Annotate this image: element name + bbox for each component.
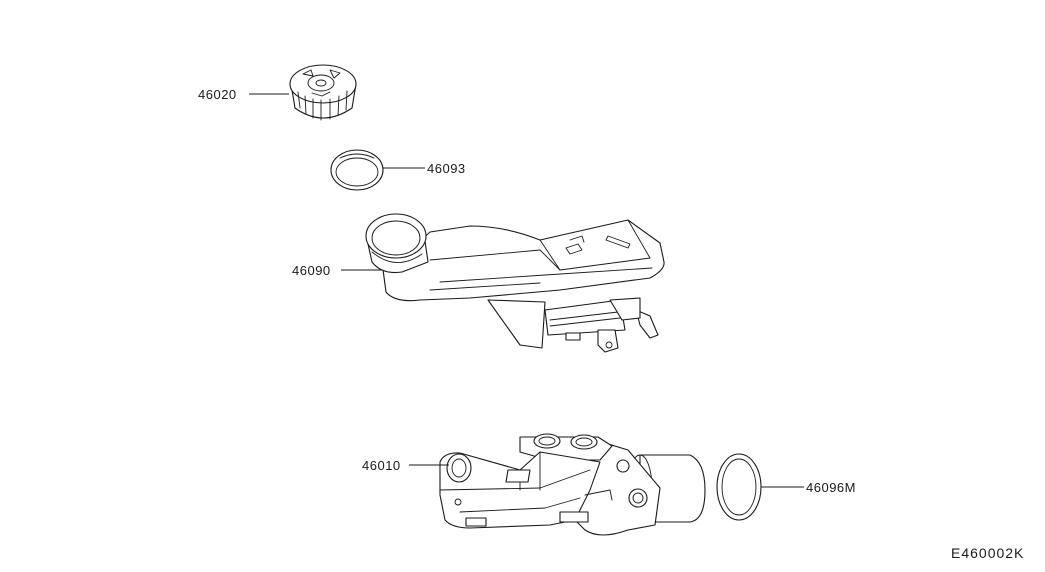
part-label-46090: 46090	[292, 263, 331, 278]
reservoir-tank[interactable]	[365, 213, 665, 353]
o-ring[interactable]	[716, 453, 762, 521]
reservoir-seal[interactable]	[330, 149, 384, 191]
part-label-46096M: 46096M	[806, 480, 856, 495]
part-label-46020: 46020	[198, 87, 237, 102]
part-label-46093: 46093	[427, 161, 466, 176]
reservoir-cap[interactable]	[289, 64, 357, 121]
part-label-46010: 46010	[362, 458, 401, 473]
diagram-code: E460002K	[951, 545, 1024, 561]
master-cylinder[interactable]	[439, 433, 706, 536]
